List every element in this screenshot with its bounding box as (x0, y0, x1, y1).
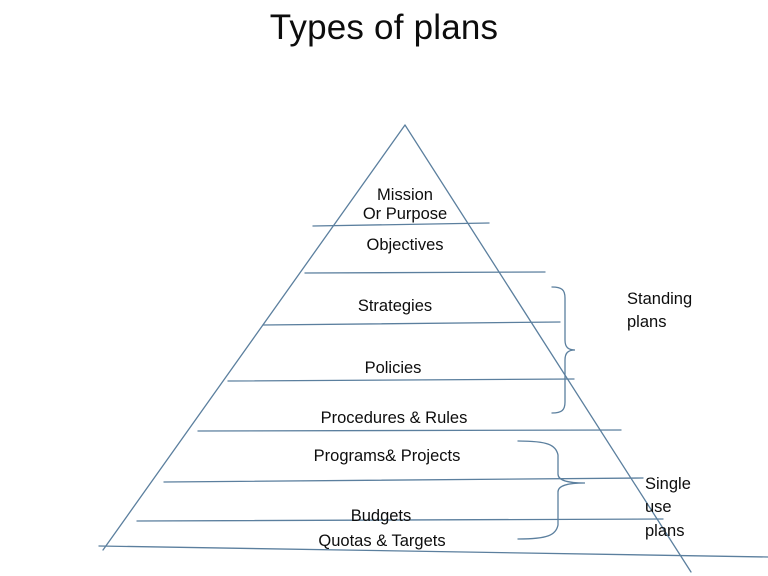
single-use-plans-label-line3: plans (645, 521, 685, 540)
pyramid-level-programs-projects-label: Programs& Projects (313, 447, 461, 465)
pyramid-base-line (98, 545, 768, 558)
divider-objectives (304, 271, 546, 274)
standing-plans-label-line1: Standing (627, 290, 693, 308)
pyramid-level-mission-line2: Or Purpose (362, 205, 448, 224)
pyramid-level-quotas-targets-label: Quotas & Targets (318, 532, 446, 550)
single-use-plans-label-line1: Single (645, 475, 691, 493)
pyramid-level-budgets: Budgets (287, 507, 475, 526)
pyramid-level-procedures-rules: Procedures & Rules (280, 409, 508, 428)
single-use-plans-label: Single use plans (645, 473, 691, 543)
pyramid-level-policies: Policies (318, 359, 468, 378)
standing-plans-label-line2: plans (627, 313, 667, 332)
divider-programs (163, 477, 644, 483)
pyramid-level-programs-projects: Programs& Projects (273, 447, 501, 466)
pyramid-level-budgets-label: Budgets (350, 507, 412, 525)
pyramid-level-quotas-targets: Quotas & Targets (268, 532, 496, 551)
pyramid-level-mission-line1: Mission (377, 186, 433, 204)
standing-plans-brace (551, 286, 576, 414)
pyramid-level-objectives-label: Objectives (366, 236, 444, 254)
single-use-plans-brace (517, 440, 586, 540)
pyramid-level-strategies: Strategies (320, 297, 470, 316)
pyramid-level-policies-label: Policies (364, 359, 422, 377)
divider-mission (312, 222, 490, 227)
divider-policies (227, 378, 575, 382)
divider-budgets (136, 518, 664, 522)
pyramid-level-mission: Mission Or Purpose (330, 186, 480, 225)
divider-strategies (262, 321, 561, 326)
pyramid-level-strategies-label: Strategies (357, 297, 433, 315)
pyramid-level-objectives: Objectives (330, 236, 480, 255)
divider-procedures (197, 429, 622, 432)
pyramid-left-edge (102, 124, 406, 551)
standing-plans-label: Standing plans (627, 288, 692, 335)
pyramid-level-procedures-rules-label: Procedures & Rules (320, 409, 468, 427)
single-use-plans-label-line2: use (645, 498, 672, 517)
page-title: Types of plans (269, 8, 499, 47)
pyramid-right-edge (404, 124, 692, 573)
